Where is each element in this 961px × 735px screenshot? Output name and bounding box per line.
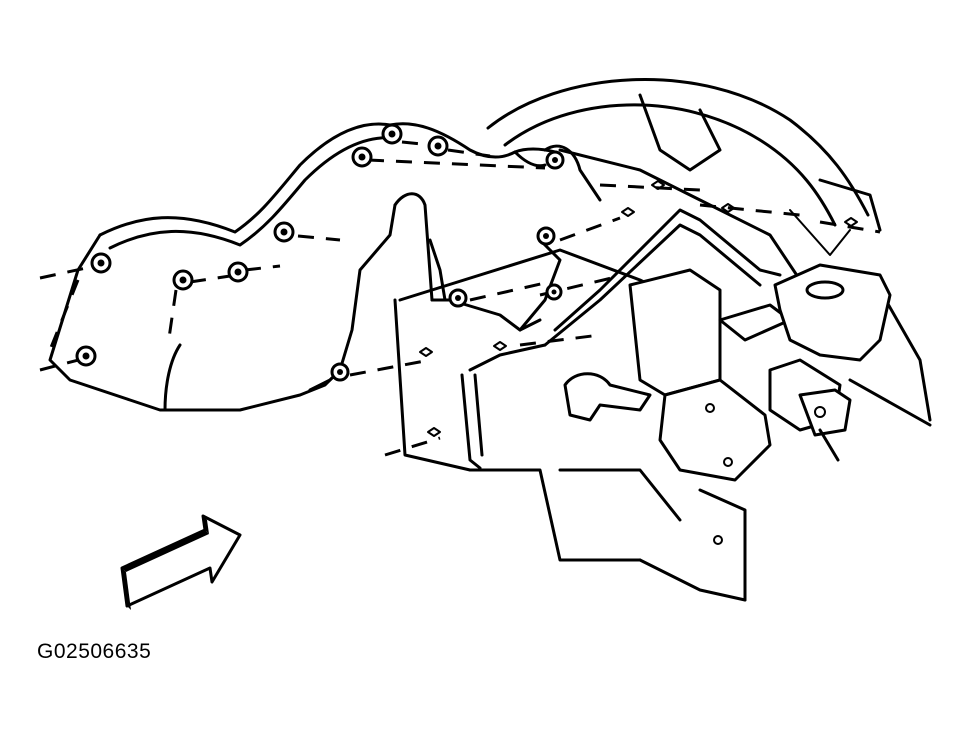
front-direction-arrow-icon [120,514,242,610]
fastener-alignment-lines [39,140,881,457]
frame-rail-structure [393,148,932,602]
front-fender-liner [48,122,557,412]
retainer-screws [419,180,858,437]
fender-upper-bracket [460,208,782,470]
inner-splash-panel [338,144,602,372]
figure-id-label: G02506635 [37,640,152,663]
fender-wheel-arch [486,78,882,256]
liner-retainers [75,123,565,382]
lower-support-bracket [563,268,792,545]
shock-mount-block [768,263,892,462]
